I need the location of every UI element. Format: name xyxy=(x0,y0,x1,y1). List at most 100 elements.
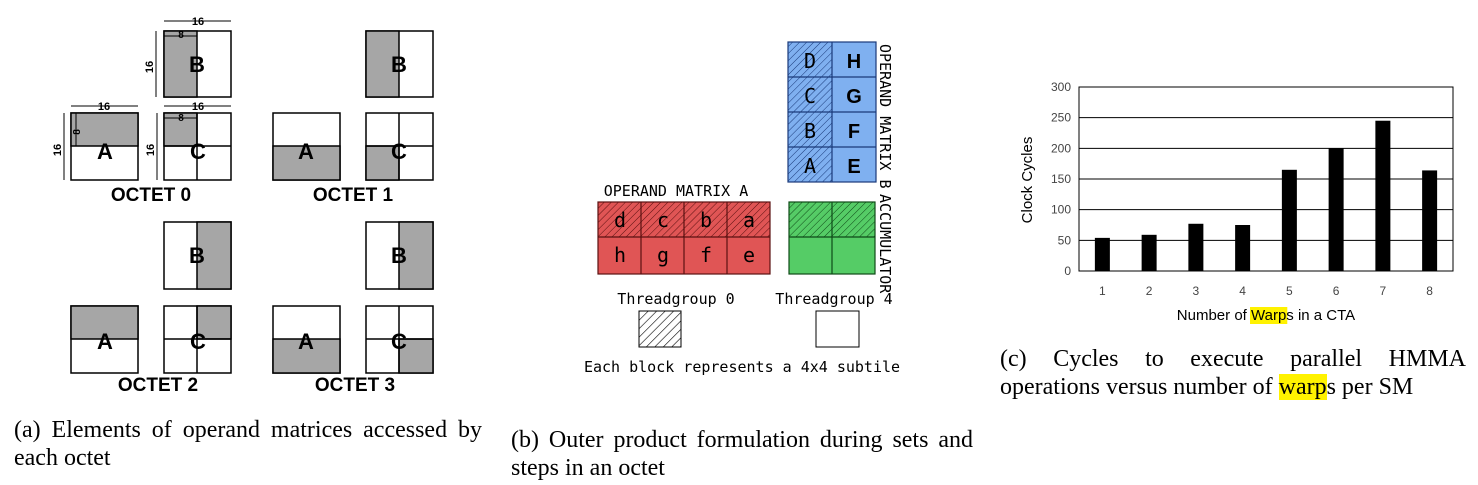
x-label-pre: Number of xyxy=(1177,307,1251,324)
matrix-b-cell-a: A xyxy=(804,154,816,178)
matrix-b-cell-e: E xyxy=(847,156,860,178)
matrix-b-cell-f: F xyxy=(848,121,860,143)
dim-label-b-half: 8 xyxy=(178,30,184,41)
chart-x-ticks: 1 2 3 4 5 6 7 8 xyxy=(1099,284,1433,298)
chart-bar-3 xyxy=(1188,223,1204,271)
dim-label-a-half: 8 xyxy=(72,129,83,135)
octet0-label: OCTET 0 xyxy=(111,185,191,206)
dim-label-b-height: 16 xyxy=(144,61,156,73)
operand-matrix-a-title: OPERAND MATRIX A xyxy=(604,182,749,200)
matrix-a-cell-c: c xyxy=(657,208,669,232)
chart-y-tick-label: 300 xyxy=(1051,80,1071,94)
octet3-c-label: C xyxy=(391,329,407,354)
accumulator-title: ACCUMULATOR xyxy=(876,194,894,294)
panel-b: D C B A H G F E OPERAND MATRIX B OPERAND… xyxy=(584,41,900,376)
matrix-b-cell-b: B xyxy=(804,119,816,143)
matrix-b-cell-c: C xyxy=(804,84,816,108)
caption-c-pre: (c) Cycles to execute parallel HMMA oper… xyxy=(1000,346,1466,400)
matrix-a-cell-d: d xyxy=(614,208,626,232)
threadgroup-4-label: Threadgroup 4 xyxy=(775,290,892,308)
chart-x-tick-label: 5 xyxy=(1286,284,1293,298)
chart-x-tick-label: 1 xyxy=(1099,284,1106,298)
matrix-b-cell-g: G xyxy=(846,86,862,108)
matrix-a-cell-f: f xyxy=(700,243,712,267)
legend-note: Each block represents a 4x4 subtile xyxy=(584,358,900,376)
octet-3: B A C OCTET 3 xyxy=(272,221,434,396)
octet2-b-shade xyxy=(196,221,232,290)
octet3-a-shade xyxy=(272,338,341,374)
octet0-a-label: A xyxy=(97,139,113,164)
operand-matrix-b: D C B A H G F E OPERAND MATRIX B xyxy=(787,41,894,189)
caption-c: (c) Cycles to execute parallel HMMA oper… xyxy=(1000,345,1466,401)
octet0-a-shade xyxy=(70,112,139,147)
chart-x-tick-label: 3 xyxy=(1193,284,1200,298)
accumulator: ACCUMULATOR xyxy=(788,194,894,294)
chart-y-tick-label: 200 xyxy=(1051,141,1071,155)
chart-x-tick-label: 7 xyxy=(1380,284,1387,298)
chart-bar-6 xyxy=(1328,148,1344,271)
octet0-b-shade xyxy=(163,30,198,98)
octet3-b-shade xyxy=(398,221,434,290)
matrix-a-cell-a: a xyxy=(743,208,755,232)
octet3-a-label: A xyxy=(298,329,314,354)
chart-y-tick-label: 250 xyxy=(1051,111,1071,125)
chart-x-tick-label: 8 xyxy=(1426,284,1433,298)
dim-label-a-height: 16 xyxy=(52,144,64,156)
chart-x-tick-label: 6 xyxy=(1333,284,1340,298)
operand-matrix-a: OPERAND MATRIX A d c b a h g f e xyxy=(597,182,771,275)
x-label-post: s in a CTA xyxy=(1286,307,1355,324)
octet-1: B A C OCTET 1 xyxy=(272,30,434,206)
octet2-a-label: A xyxy=(97,329,113,354)
caption-b: (b) Outer product formulation during set… xyxy=(511,427,973,481)
chart-x-axis-label: Number of Warps in a CTA xyxy=(1177,307,1355,324)
chart-bar-5 xyxy=(1281,169,1297,271)
chart-y-tick-label: 100 xyxy=(1051,203,1071,217)
octet-0: B 16 16 8 A 16 16 8 C 16 xyxy=(52,16,232,206)
threadgroup-0-label: Threadgroup 0 xyxy=(617,290,734,308)
chart-bar-7 xyxy=(1375,120,1391,271)
operand-matrix-b-title: OPERAND MATRIX B xyxy=(876,44,894,189)
octet1-label: OCTET 1 xyxy=(313,185,394,206)
matrix-a-cell-b: b xyxy=(700,208,712,232)
chart-bars xyxy=(1094,120,1438,271)
caption-c-highlight: warp xyxy=(1278,374,1327,400)
matrix-a-cell-g: g xyxy=(657,243,669,267)
dim-label-c-half: 8 xyxy=(178,113,184,124)
octet3-label: OCTET 3 xyxy=(315,375,395,396)
matrix-b-cell-d: D xyxy=(804,49,816,73)
octet1-c-shade xyxy=(365,145,400,181)
matrix-a-cell-h: h xyxy=(614,243,626,267)
dim-label-b-width: 16 xyxy=(192,16,204,28)
chart-x-tick-label: 4 xyxy=(1239,284,1246,298)
octet-2: B A C OCTET 2 xyxy=(70,221,232,396)
dim-label-a-width: 16 xyxy=(98,101,110,113)
chart-bar-8 xyxy=(1422,170,1438,271)
dim-label-c-height: 16 xyxy=(145,144,157,156)
octet0-b-label: B xyxy=(189,52,205,77)
octet1-a-shade xyxy=(272,145,341,181)
chart-plot-frame xyxy=(1078,86,1454,272)
octet2-c-label: C xyxy=(190,329,206,354)
chart-x-tick-label: 2 xyxy=(1146,284,1153,298)
chart-y-tick-label: 0 xyxy=(1064,264,1071,278)
octet1-b-label: B xyxy=(391,52,407,77)
matrix-b-cell-h: H xyxy=(847,51,861,73)
matrix-a-cell-e: e xyxy=(743,243,755,267)
chart-bar-1 xyxy=(1094,237,1110,271)
octet2-a-shade xyxy=(70,305,139,340)
dim-label-c-width: 16 xyxy=(192,101,204,113)
octet1-b-shade xyxy=(365,30,400,98)
octet2-b-label: B xyxy=(189,243,205,268)
panel-a: B 16 16 8 A 16 16 8 C 16 xyxy=(52,16,434,396)
octet1-c-label: C xyxy=(391,139,407,164)
chart-y-axis-label: Clock Cycles xyxy=(1019,137,1036,224)
chart-bar-2 xyxy=(1141,234,1157,271)
octet0-c-label: C xyxy=(190,139,206,164)
octet3-b-label: B xyxy=(391,243,407,268)
caption-a: (a) Elements of operand matrices accesse… xyxy=(14,417,482,471)
octet2-label: OCTET 2 xyxy=(118,375,198,396)
caption-c-post: s per SM xyxy=(1326,374,1414,400)
